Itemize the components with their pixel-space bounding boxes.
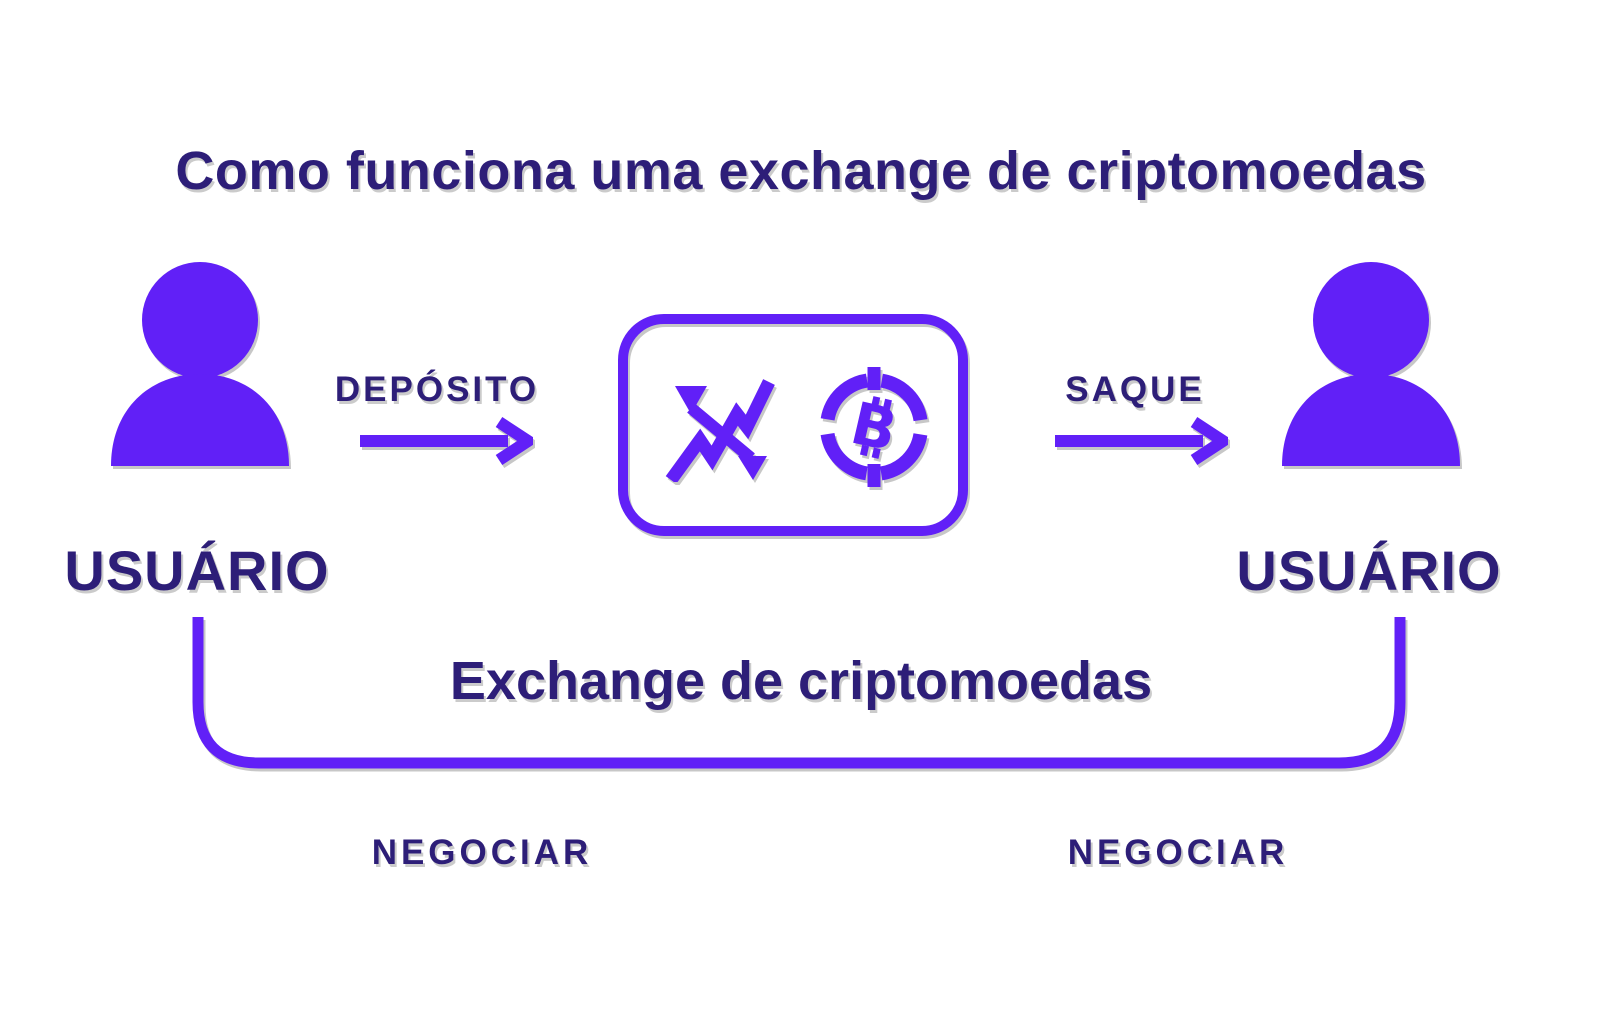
diagram-title: Como funciona uma exchange de criptomoed… <box>175 141 1427 201</box>
arrow-right-icon <box>1055 416 1228 466</box>
person-icon <box>111 262 289 466</box>
exchange-box <box>618 314 968 536</box>
user-label-left: USUÁRIO <box>64 539 330 602</box>
connection-bracket <box>192 617 1406 769</box>
withdraw-label: SAQUE <box>1065 370 1205 409</box>
trade-label-left: NEGOCIAR <box>371 833 593 872</box>
bitcoin-icon: B <box>820 367 928 487</box>
exchange-caption: Exchange de criptomoedas <box>449 651 1153 711</box>
user-label-right: USUÁRIO <box>1236 539 1502 602</box>
trade-label-right: NEGOCIAR <box>1067 833 1289 872</box>
market-chart-icon <box>665 379 775 482</box>
deposit-label: DEPÓSITO <box>334 370 540 409</box>
arrow-right-icon <box>360 416 533 466</box>
person-icon <box>1282 262 1460 466</box>
